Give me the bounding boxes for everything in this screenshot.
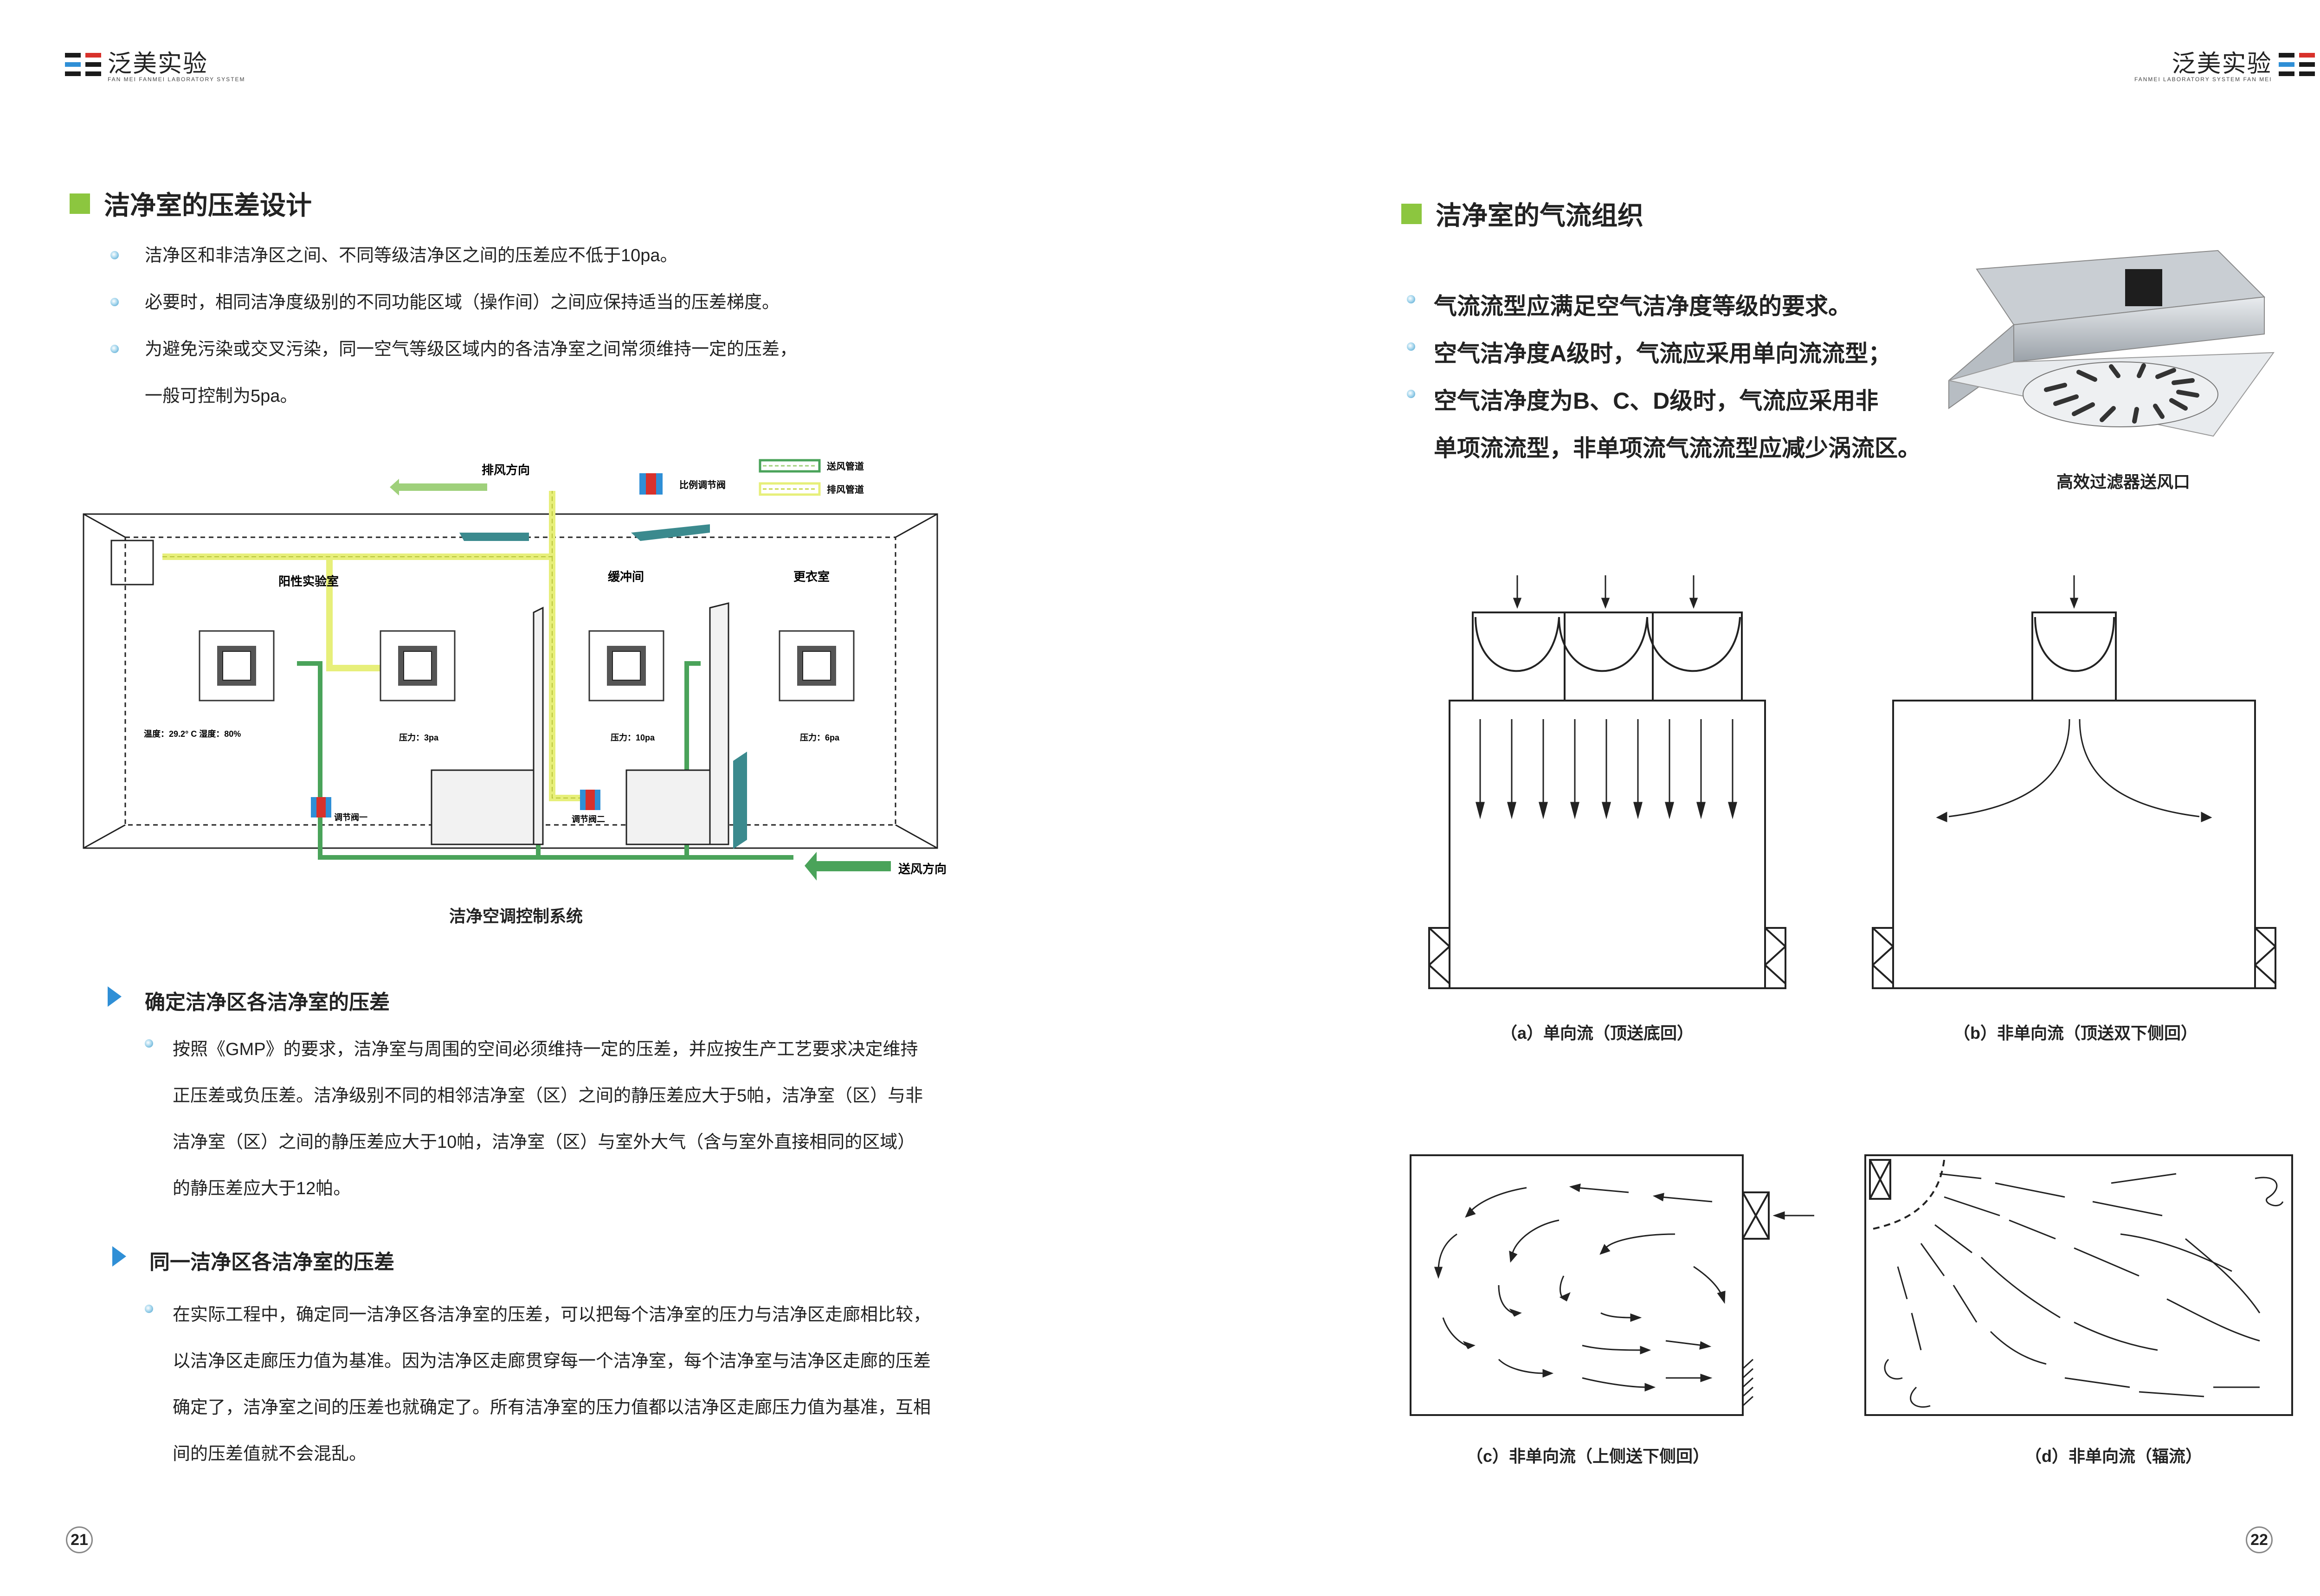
subsection-1-line-3: 洁净室（区）之间的静压差应大于10帕，洁净室（区）与室外大气（含与室外直接相同的… [173, 1133, 915, 1152]
section-title-pressure: 洁净室的压差设计 [70, 185, 312, 222]
exhaust-duct-teal [459, 533, 529, 541]
page-number-right: 22 [2246, 1526, 2273, 1553]
regulating-valve-2-icon [580, 790, 600, 810]
subsection-1-line-2: 正压差或负压差。洁净级别不同的相邻洁净室（区）之间的静压差应大于5帕，洁净室（区… [173, 1086, 923, 1106]
ceiling-diffuser-icon [779, 630, 855, 701]
subsection-2-line-3: 确定了，洁净室之间的压差也就确定了。所有洁净室的压力值都以洁净区走廊压力值为基准… [173, 1398, 931, 1417]
pressure-reading-buffer: 压力：10pa [611, 733, 655, 742]
bullet-dot-icon [1407, 390, 1415, 398]
brand-name-en: FAN MEI [108, 76, 137, 83]
left-bullet-3: 为避免污染或交叉污染，同一空气等级区域内的各洁净室之间常须维持一定的压差， [145, 340, 798, 359]
subsection-2-line-1: 在实际工程中，确定同一洁净区各洁净室的压差，可以把每个洁净室的压力与洁净区走廊相… [173, 1305, 931, 1325]
legend-supply-swatch [759, 459, 821, 473]
ceiling-diffuser-icon [588, 630, 664, 701]
subsection-2-title: 同一洁净区各洁净室的压差 [149, 1251, 394, 1274]
hepa-diffuser-caption: 高效过滤器送风口 [2056, 472, 2191, 491]
bullet-dot-icon [1407, 342, 1415, 351]
regulating-valve-1-label: 调节阀一 [334, 812, 367, 822]
brand-name-cn-right: 泛美实验 [2172, 51, 2272, 77]
brand-name-cn: 泛美实验 [108, 51, 208, 77]
subsection-2-line-4: 间的压差值就不会混乱。 [173, 1444, 367, 1464]
section-title-text: 洁净室的压差设计 [104, 191, 312, 220]
airflow-caption-c: （c）非单向流（上侧送下侧回） [1466, 1447, 1710, 1466]
airflow-diagram-c [1410, 1154, 1814, 1416]
downflow-arrows [1476, 575, 1737, 819]
section-title-airflow: 洁净室的气流组织 [1401, 195, 1643, 232]
legend-exhaust-swatch [759, 482, 821, 496]
subsection-1-line-1: 按照《GMP》的要求，洁净室与周围的空间必须维持一定的压差，并应按生产工艺要求决… [173, 1040, 918, 1059]
legend-exhaust-label: 排风管道 [827, 484, 864, 495]
section-title-airflow-text: 洁净室的气流组织 [1436, 201, 1643, 230]
page-number-left: 21 [66, 1526, 93, 1553]
right-bullet-2: 空气洁净度A级时，气流应采用单向流流型； [1434, 341, 1892, 367]
brand-logo-right: 泛美实验 FANMEI LABORATORY SYSTEM FAN MEI [2134, 51, 2315, 84]
bullet-dot-icon [110, 298, 119, 306]
airflow-caption-a: （a）单向流（顶送底回） [1501, 1023, 1694, 1043]
right-bullet-3: 空气洁净度为B、C、D级时，气流应采用非 [1434, 388, 1879, 414]
section-square-icon [1401, 203, 1422, 224]
subsection-1-line-4: 的静压差应大于12帕。 [173, 1179, 351, 1198]
bullet-dot-icon [1407, 295, 1415, 303]
ceiling-diffuser-icon [199, 630, 275, 701]
airflow-caption-d: （d）非单向流（辐流） [2025, 1447, 2202, 1466]
brand-subtitle-en-right: FANMEI LABORATORY SYSTEM [2134, 76, 2241, 83]
legend-supply-label: 送风管道 [827, 461, 864, 472]
proportional-valve-icon [639, 473, 663, 495]
hvac-diagram-caption: 洁净空调控制系统 [449, 907, 583, 926]
hepa-diffuser-image [1948, 250, 2275, 437]
partition-walls [431, 602, 729, 845]
brand-mark-icon-right [2278, 53, 2315, 76]
airflow-diagram-b [1872, 575, 2276, 989]
right-bullet-1: 气流流型应满足空气洁净度等级的要求。 [1434, 293, 1851, 319]
supply-duct-teal [631, 524, 710, 541]
hvac-control-diagram: 排风方向 比例调节阀 送风管道 排风管道 [83, 459, 947, 881]
supply-arrow-icon [805, 852, 891, 881]
split-flow-arrows [1936, 575, 2212, 823]
proportional-valve-label: 比例调节阀 [679, 479, 726, 490]
brand-name-en-right: FAN MEI [2243, 76, 2272, 83]
ceiling-diffuser-icon [380, 630, 456, 701]
brand-mark-icon [65, 53, 101, 76]
room-label-changing: 更衣室 [793, 570, 830, 584]
brand-subtitle-en: FANMEI LABORATORY SYSTEM [139, 76, 245, 83]
brand-logo-left: 泛美实验 FAN MEI FANMEI LABORATORY SYSTEM [65, 51, 245, 84]
bullet-dot-icon [110, 251, 119, 259]
exhaust-direction-label: 排风方向 [482, 463, 530, 477]
regulating-valve-2-label: 调节阀二 [572, 814, 605, 824]
subsection-triangle-icon [108, 986, 122, 1007]
vortex-arrows [1434, 1183, 1814, 1392]
right-bullet-3-cont: 单项流流型，非单项流气流流型应减少涡流区。 [1434, 435, 1921, 461]
room-label-buffer: 缓冲间 [608, 570, 644, 584]
radial-flow-lines [1884, 1173, 2284, 1408]
left-bullet-1: 洁净区和非洁净区之间、不同等级洁净区之间的压差应不低于10pa。 [145, 246, 678, 265]
airflow-diagram-d [1864, 1154, 2293, 1416]
bullet-dot-icon [145, 1039, 153, 1048]
pressure-reading-lab: 压力：3pa [399, 733, 439, 742]
pressure-reading-changing: 压力：6pa [800, 733, 840, 742]
subsection-1-title: 确定洁净区各洁净室的压差 [145, 991, 390, 1014]
airflow-caption-b: （b）非单向流（顶送双下侧回） [1953, 1023, 2198, 1043]
supply-direction-label: 送风方向 [898, 862, 947, 876]
left-bullet-3-cont: 一般可控制为5pa。 [145, 386, 298, 406]
airflow-diagram-a [1428, 575, 1786, 989]
subsection-2-line-2: 以洁净区走廊压力值为基准。因为洁净区走廊贯穿每一个洁净室，每个洁净室与洁净区走廊… [173, 1351, 931, 1371]
bullet-dot-icon [110, 345, 119, 353]
regulating-valve-1-icon [311, 797, 331, 817]
bullet-dot-icon [145, 1305, 153, 1313]
temp-humidity-reading: 温度：29.2° C 湿度：80% [144, 729, 241, 739]
section-square-icon [70, 193, 90, 214]
exhaust-arrow-icon [390, 479, 487, 496]
subsection-triangle-icon [112, 1246, 126, 1267]
room-label-lab: 阳性实验室 [278, 574, 339, 588]
left-bullet-2: 必要时，相同洁净度级别的不同功能区域（操作间）之间应保持适当的压差梯度。 [145, 293, 780, 312]
return-grille-hatch [1742, 1358, 1754, 1407]
